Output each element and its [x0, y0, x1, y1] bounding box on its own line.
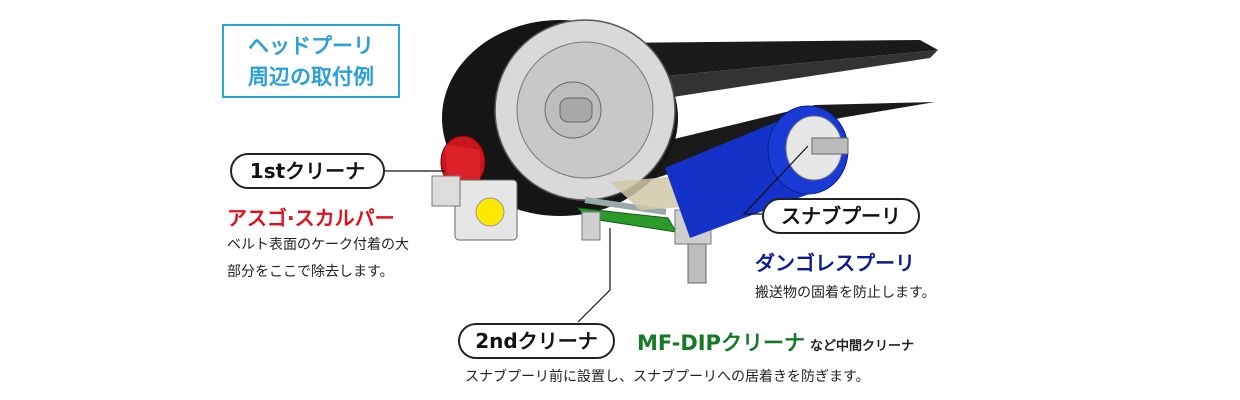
snub-pulley-product: ダンゴレスプーリ: [755, 251, 915, 275]
second-cleaner-desc: スナブプーリ前に設置し、スナブプーリへの居着きを防ぎます。: [465, 369, 870, 385]
first-cleaner-desc: ベルト表面のケーク付着の大 部分をここで除去します。: [227, 232, 409, 286]
leader-line-snub: [742, 145, 809, 215]
snub-pulley-label: スナブプーリ: [762, 198, 920, 234]
snub-pulley-desc: 搬送物の固着を防止します。: [755, 285, 936, 301]
first-cleaner-desc-line1: ベルト表面のケーク付着の大: [227, 237, 409, 253]
title-box: ヘッドプーリ 周辺の取付例: [222, 24, 400, 98]
second-cleaner-product-line: MF-DIPクリーナ など中間クリーナ: [637, 327, 914, 357]
title-line-1: ヘッドプーリ: [248, 34, 374, 58]
first-cleaner-label: 1stクリーナ: [230, 153, 385, 189]
leader-line-2nd: [577, 228, 611, 323]
second-cleaner-suffix: など中間クリーナ: [810, 339, 915, 354]
second-cleaner-label: 2ndクリーナ: [458, 323, 615, 359]
first-cleaner-product: アスゴ·スカルパー: [227, 206, 395, 230]
first-cleaner-desc-line2: 部分をここで除去します。: [227, 264, 394, 280]
title-line-2: 周辺の取付例: [248, 65, 374, 89]
second-cleaner-product: MF-DIPクリーナ: [637, 331, 805, 355]
